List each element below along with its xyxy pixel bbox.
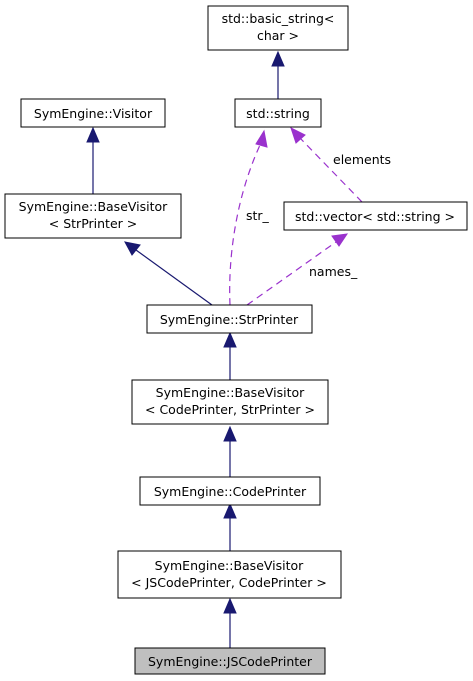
- arrowhead: [124, 241, 141, 256]
- node-basevisitor-jscodeprinter[interactable]: SymEngine::BaseVisitor < JSCodePrinter, …: [117, 550, 342, 599]
- arrowhead: [271, 50, 285, 67]
- edge-strprinter-to-vector: [246, 241, 337, 306]
- node-codeprinter[interactable]: SymEngine::CodePrinter: [139, 476, 321, 506]
- arrowhead: [223, 502, 237, 519]
- edge-vector-to-string: [299, 137, 363, 203]
- node-strprinter[interactable]: SymEngine::StrPrinter: [146, 304, 313, 334]
- node-label: std::vector< std::string >: [295, 209, 455, 224]
- node-label: SymEngine::BaseVisitor: [156, 385, 305, 400]
- edge-strprinter-to-basevisitor-str: [135, 249, 213, 306]
- node-basic-string[interactable]: std::basic_string< char >: [207, 5, 349, 51]
- node-label: std::basic_string<: [222, 11, 335, 26]
- node-jscodeprinter[interactable]: SymEngine::JSCodePrinter: [134, 647, 326, 675]
- node-label: char >: [257, 28, 299, 43]
- arrowhead: [290, 127, 306, 144]
- usage-edges: [229, 127, 363, 306]
- node-label: < StrPrinter >: [49, 216, 137, 231]
- node-label: SymEngine::CodePrinter: [154, 484, 307, 499]
- node-label: < CodePrinter, StrPrinter >: [145, 402, 315, 417]
- node-visitor[interactable]: SymEngine::Visitor: [20, 98, 166, 128]
- inheritance-edges: [86, 50, 285, 648]
- node-label: std::string: [246, 106, 310, 121]
- arrowhead: [223, 331, 237, 348]
- node-basevisitor-codeprinter[interactable]: SymEngine::BaseVisitor < CodePrinter, St…: [131, 379, 329, 425]
- arrowhead: [223, 425, 237, 442]
- edge-strprinter-to-string: [229, 144, 261, 306]
- node-string[interactable]: std::string: [234, 98, 322, 128]
- node-label: < JSCodePrinter, CodePrinter >: [131, 575, 327, 590]
- arrowhead: [255, 129, 268, 148]
- edge-label-str: str_: [246, 208, 270, 223]
- node-label: SymEngine::BaseVisitor: [19, 199, 168, 214]
- node-label: SymEngine::StrPrinter: [160, 312, 299, 327]
- node-basevisitor-strprinter[interactable]: SymEngine::BaseVisitor < StrPrinter >: [4, 193, 182, 239]
- node-label: SymEngine::BaseVisitor: [155, 558, 304, 573]
- node-label: SymEngine::Visitor: [34, 106, 153, 121]
- arrowhead: [86, 126, 100, 143]
- arrowhead: [223, 597, 237, 614]
- node-vector-string[interactable]: std::vector< std::string >: [283, 201, 468, 231]
- node-label: SymEngine::JSCodePrinter: [148, 654, 313, 669]
- edge-label-names: names_: [309, 264, 358, 279]
- arrowhead: [331, 233, 349, 247]
- edge-label-elements: elements: [333, 152, 391, 167]
